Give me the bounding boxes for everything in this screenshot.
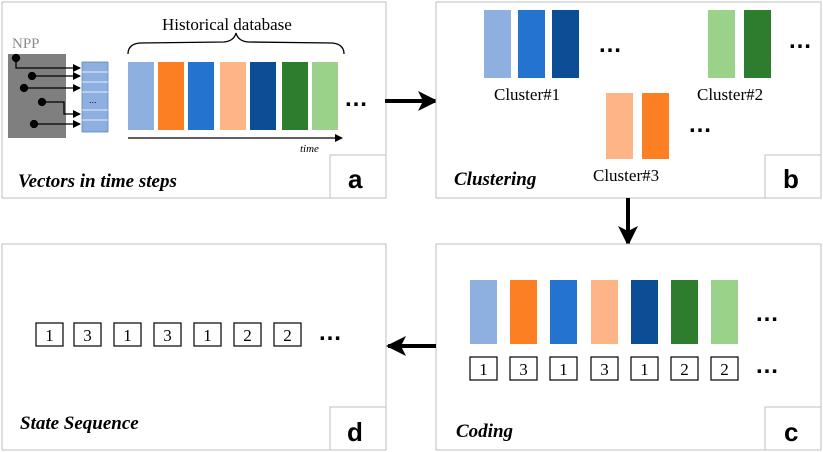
- feature-vector: [81, 61, 109, 133]
- time-bar: [220, 62, 246, 130]
- code-box: [710, 356, 739, 381]
- code-box: [469, 356, 498, 381]
- cluster-2-ellipsis: …: [788, 27, 812, 54]
- cluster-bar: [744, 10, 771, 78]
- code-box: [73, 322, 102, 347]
- code-value: 1: [559, 360, 568, 379]
- database-brace: [127, 32, 345, 55]
- cluster-1-ellipsis: …: [598, 31, 622, 58]
- coding-bars: [470, 280, 738, 344]
- coding-bar: [711, 280, 738, 344]
- vector-ellipsis: ...: [89, 95, 97, 105]
- code-box: [35, 322, 64, 347]
- panel-b-letter: b: [783, 164, 799, 194]
- panel-a-letter-box: [329, 154, 387, 199]
- state-ellipsis: …: [318, 319, 342, 346]
- cluster-bar: [708, 10, 735, 78]
- coding-bar: [591, 280, 618, 344]
- time-bar: [128, 62, 154, 130]
- panel-a-letter: a: [348, 164, 363, 194]
- sensor-lines: [11, 53, 81, 129]
- coding-codes: 1 3 1 3 1 2 2: [469, 356, 739, 381]
- npp-label: NPP: [12, 36, 40, 52]
- coding-bar-ellipsis: …: [755, 300, 779, 327]
- coding-bar: [470, 280, 497, 344]
- code-box: [193, 322, 222, 347]
- panel-d-caption: State Sequence: [20, 413, 139, 434]
- time-bar: [312, 62, 338, 130]
- cluster-bar: [552, 10, 579, 78]
- panel-a: NPP ... Historical database: [1, 1, 387, 199]
- panel-c: … 1 3 1 3 1 2 2 … Coding c: [435, 243, 822, 451]
- code-value: 2: [243, 326, 252, 345]
- code-value: 3: [83, 326, 92, 345]
- cluster-1-label: Cluster#1: [494, 85, 560, 104]
- panel-d: 1 3 1 3 1 2 2 … State Sequence d: [1, 243, 387, 451]
- panel-c-letter-box: [764, 406, 822, 451]
- code-box: [670, 356, 699, 381]
- cluster-2-bars: [708, 10, 771, 78]
- code-value: 2: [283, 326, 292, 345]
- code-value: 2: [680, 360, 689, 379]
- code-box: [590, 356, 619, 381]
- code-value: 1: [45, 326, 54, 345]
- coding-code-ellipsis: …: [755, 352, 779, 379]
- panel-c-letter: c: [784, 417, 798, 447]
- code-box: [233, 322, 262, 347]
- code-value: 3: [519, 360, 528, 379]
- panel-c-frame: [435, 243, 822, 451]
- coding-bar: [631, 280, 658, 344]
- cluster-3-label: Cluster#3: [593, 166, 659, 185]
- code-box: [273, 322, 302, 347]
- code-value: 1: [123, 326, 132, 345]
- cluster-2-label: Cluster#2: [697, 85, 763, 104]
- time-bar: [188, 62, 214, 130]
- panel-d-letter-box: [329, 406, 387, 451]
- coding-bar: [510, 280, 537, 344]
- coding-bar: [671, 280, 698, 344]
- cluster-bar: [518, 10, 545, 78]
- cluster-bar: [484, 10, 511, 78]
- time-label: time: [300, 143, 319, 155]
- code-box: [153, 322, 182, 347]
- code-box: [549, 356, 578, 381]
- cluster-1-bars: [484, 10, 579, 78]
- cluster-bar: [642, 93, 669, 159]
- panel-b-letter-box: [764, 154, 822, 199]
- code-box: [113, 322, 142, 347]
- code-box: [509, 356, 538, 381]
- database-label: Historical database: [162, 15, 292, 34]
- code-box: [630, 356, 659, 381]
- cluster-3-ellipsis: …: [688, 111, 712, 138]
- cluster-bar: [606, 93, 633, 159]
- panel-b-caption: Clustering: [454, 169, 536, 190]
- time-bar: [158, 62, 184, 130]
- code-value: 1: [479, 360, 488, 379]
- state-codes: 1 3 1 3 1 2 2: [35, 322, 302, 347]
- panel-a-caption: Vectors in time steps: [18, 171, 177, 192]
- cluster-3-bars: [606, 93, 669, 159]
- code-value: 1: [203, 326, 212, 345]
- code-value: 2: [720, 360, 729, 379]
- time-step-bars: [128, 62, 338, 130]
- code-value: 3: [600, 360, 609, 379]
- time-ellipsis: …: [344, 85, 368, 112]
- time-bar: [282, 62, 308, 130]
- panel-b: … Cluster#1 … Cluster#2 … Cluster#3 Clus…: [435, 1, 822, 199]
- code-value: 3: [163, 326, 172, 345]
- panel-c-caption: Coding: [456, 421, 513, 442]
- time-bar: [250, 62, 276, 130]
- code-value: 1: [640, 360, 649, 379]
- panel-d-letter: d: [347, 417, 363, 447]
- panel-d-frame: [1, 243, 387, 451]
- coding-bar: [550, 280, 577, 344]
